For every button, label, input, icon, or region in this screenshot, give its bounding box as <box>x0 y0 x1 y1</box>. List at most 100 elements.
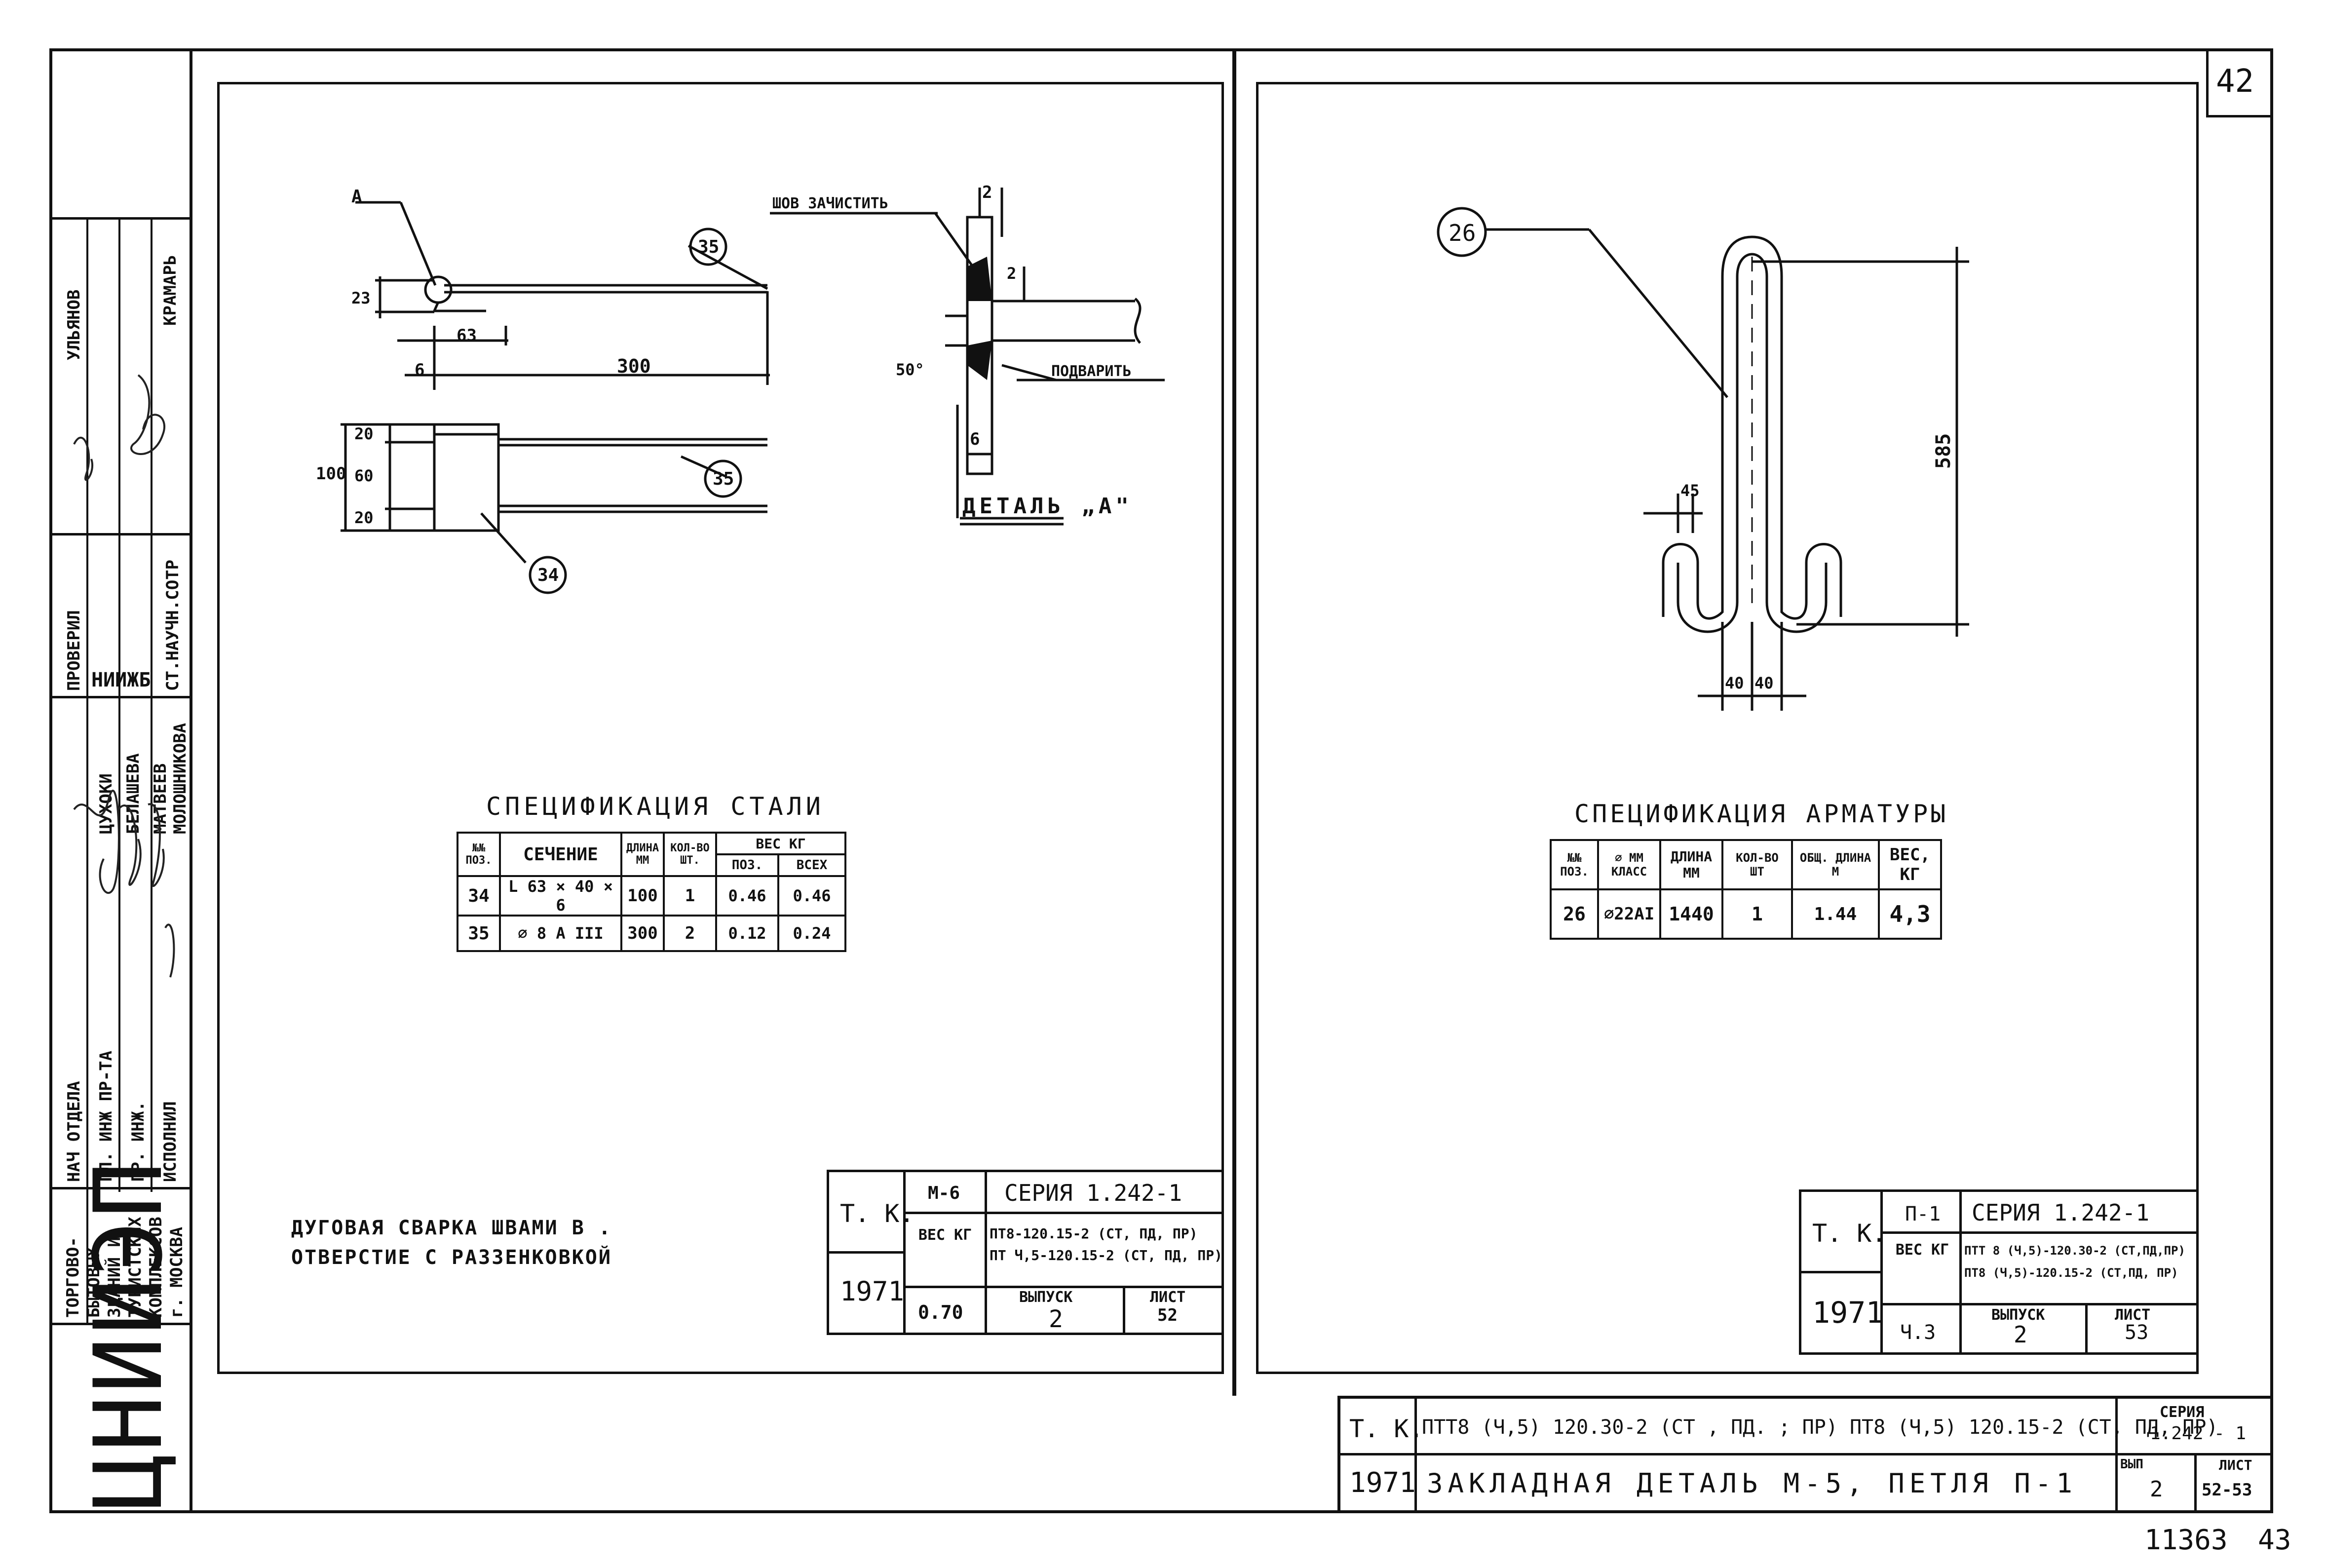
left-tb-issue: 2 <box>1049 1305 1063 1333</box>
cell-section: ⌀ 8 А III <box>499 915 622 952</box>
cell-section: L 63 × 40 × 6 <box>499 875 622 917</box>
signature-4 <box>164 923 175 978</box>
stamp-vline-3 <box>151 217 153 1192</box>
left-tb-weight-label: ВЕС КГ <box>918 1226 972 1244</box>
signature-5 <box>73 436 93 481</box>
dim-40a: 40 <box>1725 674 1744 692</box>
left-tb-sheet: 52 <box>1157 1305 1178 1325</box>
right-tb-tk: Т. К. <box>1812 1219 1887 1248</box>
leader-34 <box>480 512 527 564</box>
steel-spec-title: СПЕЦИФИКАЦИЯ СТАЛИ <box>486 792 825 821</box>
th-w-pos: ПОЗ. <box>715 853 779 877</box>
table-row: 26 ⌀22АI 1440 1 1.44 4,3 <box>1550 888 1942 940</box>
cell-w-pos: 0.46 <box>715 875 779 917</box>
th-weight: ВЕС, КГ <box>1878 839 1942 890</box>
dim-60: 60 <box>354 466 374 485</box>
main-tb-series-label: СЕРИЯ <box>2160 1404 2205 1421</box>
th-section: СЕЧЕНИЕ <box>499 832 622 877</box>
cell-length: 100 <box>620 875 665 917</box>
rebar-spec-table: №№ ПОЗ. ⌀ ММ КЛАСС ДЛИНА ММ КОЛ-ВО ШТ ОБ… <box>1550 839 1942 940</box>
left-tb-year: 1971 <box>840 1276 905 1307</box>
main-tb-sheet: 52-53 <box>2202 1480 2252 1500</box>
left-tb-line1: ПТ8-120.15-2 (СТ, ПД, ПР) <box>990 1225 1198 1242</box>
callout-a: А <box>351 187 362 207</box>
rebar-spec-title: СПЕЦИФИКАЦИЯ АРМАТУРЫ <box>1574 800 1949 828</box>
right-tb-issue-label: ВЫПУСК <box>1991 1306 2045 1324</box>
callout-26: 26 <box>1449 220 1476 246</box>
stamp-divider-checks <box>49 696 192 698</box>
right-tb-sheet-label: ЛИСТ <box>2115 1306 2151 1324</box>
left-tb-issue-label: ВЫПУСК <box>1019 1289 1073 1306</box>
right-tb-weight-label: ВЕС КГ <box>1895 1241 1949 1259</box>
left-tb-sheet-label: ЛИСТ <box>1150 1289 1186 1306</box>
callout-35-top-circle <box>689 228 727 266</box>
signature-1 <box>73 790 120 894</box>
rebar-loop-inner <box>1677 253 1828 633</box>
signature-2 <box>117 804 142 886</box>
main-titleblock: Т. К. ПТТ8 (Ч,5) 120.30-2 (СТ , ПД. ; ПР… <box>1337 1396 2273 1513</box>
dim-585: 585 <box>1932 433 1955 469</box>
rebar-spec-header-row: №№ ПОЗ. ⌀ ММ КЛАСС ДЛИНА ММ КОЛ-ВО ШТ ОБ… <box>1550 839 1942 890</box>
cell-dia: ⌀22АI <box>1597 888 1661 940</box>
dim-100: 100 <box>316 464 346 484</box>
cell-length: 300 <box>620 915 665 952</box>
th-length: ДЛИНА ММ <box>1659 839 1723 890</box>
inventory-number: 11363 <box>2144 1524 2228 1556</box>
right-tb-year: 1971 <box>1812 1296 1884 1330</box>
th-qty: КОЛ-ВО ШТ. <box>663 832 717 877</box>
main-tb-issue: 2 <box>2150 1477 2163 1502</box>
left-tb-line2: ПТ Ч,5-120.15-2 (СТ, ПД, ПР) <box>990 1247 1223 1263</box>
cell-w-pos: 0.12 <box>715 915 779 952</box>
rebar-loop-outer <box>1662 235 1842 620</box>
dim-40b: 40 <box>1754 674 1774 692</box>
center-divider <box>1232 48 1236 1396</box>
th-w-all: ВСЕХ <box>777 853 846 877</box>
callout-35-top: 35 <box>698 237 720 257</box>
stamp-divider-logo <box>49 1323 192 1325</box>
cell-qty: 1 <box>1721 888 1793 940</box>
dim-20-bottom: 20 <box>354 508 374 527</box>
dim-2-side: 2 <box>1007 264 1017 283</box>
left-tb-code: М-6 <box>928 1183 960 1203</box>
stamp-divider-top <box>49 217 192 220</box>
main-tb-products: ПТТ8 (Ч,5) 120.30-2 (СТ , ПД. ; ПР) ПТ8 … <box>1422 1416 2218 1439</box>
right-tb-code: П-1 <box>1905 1203 1941 1225</box>
right-tb-sheet: 53 <box>2125 1321 2149 1344</box>
right-tb-series: СЕРИЯ 1.242-1 <box>1972 1199 2150 1226</box>
stamp-vline-2 <box>118 217 120 1192</box>
stamp-vline-1 <box>86 217 88 1323</box>
dim-6-bottom: 6 <box>970 429 980 449</box>
cell-w-all: 0.46 <box>777 875 846 917</box>
callout-35-bottom: 35 <box>713 469 734 489</box>
stamp-divider-org <box>49 1187 192 1189</box>
angle-34 <box>433 423 500 532</box>
callout-26-circle <box>1437 207 1487 257</box>
cell-total: 1.44 <box>1791 888 1880 940</box>
dim-45: 45 <box>1680 481 1700 500</box>
left-titleblock: Т. К. 1971 М-6 СЕРИЯ 1.242-1 ВЕС КГ ПТ8-… <box>827 1170 1224 1335</box>
stamp-divider-niizhb <box>49 533 192 535</box>
main-tb-year: 1971 <box>1349 1467 1416 1499</box>
main-tb-series: 1.242 - 1 <box>2150 1423 2247 1444</box>
dim-6: 6 <box>415 360 425 380</box>
callout-34-circle <box>529 556 567 594</box>
signature-3 <box>148 803 165 887</box>
th-length: ДЛИНА ММ <box>620 832 665 877</box>
right-tb-line2: ПТ8 (Ч,5)-120.15-2 (СТ,ПД, ПР) <box>1964 1266 2178 1280</box>
left-tb-weight: 0.70 <box>918 1301 963 1323</box>
table-row: 34 L 63 × 40 × 6 100 1 0.46 0.46 <box>457 875 846 917</box>
left-tb-tk: Т. К. <box>840 1199 915 1228</box>
welding-note-line-2: ОТВЕРСТИЕ С РАЗЗЕНКОВКОЙ <box>291 1246 612 1269</box>
stamp-column <box>49 48 192 1513</box>
cell-qty: 1 <box>663 875 717 917</box>
steel-spec-table: №№ ПОЗ. СЕЧЕНИЕ ДЛИНА ММ КОЛ-ВО ШТ. ВЕС … <box>457 832 846 952</box>
dim-20-top: 20 <box>354 424 374 443</box>
page-number-box <box>2206 48 2273 117</box>
dim-2-top: 2 <box>982 183 992 202</box>
dim-63: 63 <box>457 326 477 345</box>
leader-26 <box>1588 229 1728 398</box>
weld-add-label: ПОДВАРИТЬ <box>1051 363 1132 380</box>
